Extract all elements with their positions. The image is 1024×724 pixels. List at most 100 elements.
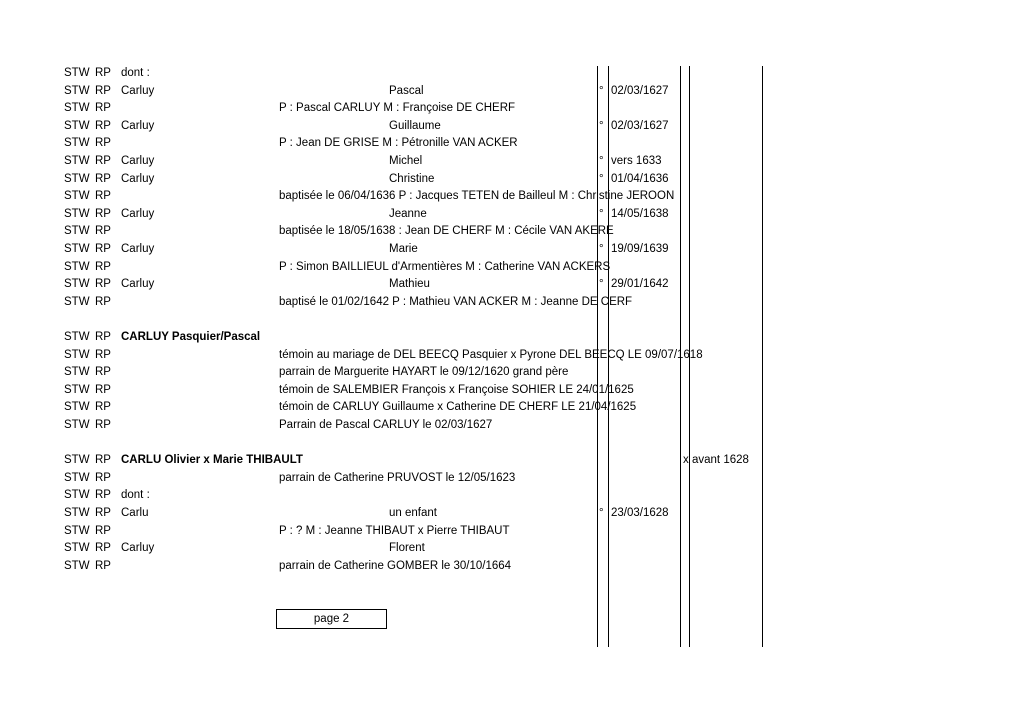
baptism-date: 01/04/1636 xyxy=(611,172,669,185)
first-name: Florent xyxy=(389,542,425,555)
surname: CARLU Olivier x Marie THIBAULT xyxy=(121,454,303,467)
baptism-mark: ° xyxy=(599,507,604,519)
first-name: Guillaume xyxy=(389,119,441,132)
register-code: RP xyxy=(95,559,111,572)
register-code: RP xyxy=(95,207,111,220)
details: P : ? M : Jeanne THIBAUT x Pierre THIBAU… xyxy=(279,524,510,537)
source-code: STW xyxy=(64,260,90,273)
first-name: Mathieu xyxy=(389,278,430,291)
register-code: RP xyxy=(95,260,111,273)
register-code: RP xyxy=(95,331,111,343)
surname: CARLUY Pasquier/Pascal xyxy=(121,331,261,343)
source-code: STW xyxy=(64,366,90,379)
surname: Carluy xyxy=(121,119,155,132)
details: baptisée le 06/04/1636 P : Jacques TETEN… xyxy=(279,190,675,203)
register-code: RP xyxy=(95,401,111,414)
marriage-mark: x xyxy=(683,454,689,467)
register-code: RP xyxy=(95,295,111,308)
surname: Carluy xyxy=(121,243,155,255)
source-code: STW xyxy=(64,507,90,519)
surname: Carluy xyxy=(121,172,155,185)
column-rule xyxy=(680,66,681,647)
page-number-label: page 2 xyxy=(313,613,350,625)
details: parrain de Catherine PRUVOST le 12/05/16… xyxy=(279,471,516,484)
first-name: un enfant xyxy=(389,507,437,519)
details: témoin de CARLUY Guillaume x Catherine D… xyxy=(279,401,637,414)
first-name: Marie xyxy=(389,243,418,255)
details: parrain de Catherine GOMBER le 30/10/166… xyxy=(279,559,512,572)
source-code: STW xyxy=(64,559,90,572)
register-code: RP xyxy=(95,524,111,537)
baptism-mark: ° xyxy=(599,119,604,132)
register-code: RP xyxy=(95,542,111,555)
column-rule xyxy=(608,66,609,647)
register-code: RP xyxy=(95,155,111,167)
register-code: RP xyxy=(95,348,111,361)
baptism-mark: ° xyxy=(599,278,604,291)
register-code: RP xyxy=(95,507,111,519)
column-rule xyxy=(597,66,598,647)
surname: Carluy xyxy=(121,542,155,555)
source-code: STW xyxy=(64,190,90,203)
first-name: Christine xyxy=(389,172,435,185)
baptism-date: 19/09/1639 xyxy=(611,243,669,255)
details: témoin au mariage de DEL BEECQ Pasquier … xyxy=(279,348,703,361)
source-code: STW xyxy=(64,172,90,185)
surname: dont : xyxy=(121,489,150,502)
source-code: STW xyxy=(64,331,90,343)
register-code: RP xyxy=(95,489,111,502)
surname: Carluy xyxy=(121,207,155,220)
first-name: Michel xyxy=(389,155,423,167)
register-code: RP xyxy=(95,84,111,97)
surname: Carluy xyxy=(121,84,155,97)
register-code: RP xyxy=(95,190,111,203)
source-code: STW xyxy=(64,137,90,150)
baptism-mark: ° xyxy=(599,207,604,220)
source-code: STW xyxy=(64,524,90,537)
source-code: STW xyxy=(64,348,90,361)
register-code: RP xyxy=(95,225,111,238)
column-rule xyxy=(762,66,763,647)
source-code: STW xyxy=(64,489,90,502)
surname: Carluy xyxy=(121,278,155,291)
source-code: STW xyxy=(64,383,90,396)
register-code: RP xyxy=(95,243,111,255)
source-code: STW xyxy=(64,243,90,255)
baptism-date: 29/01/1642 xyxy=(611,278,669,291)
details: baptisée le 18/05/1638 : Jean DE CHERF M… xyxy=(279,225,614,238)
register-code: RP xyxy=(95,471,111,484)
details: P : Jean DE GRISE M : Pétronille VAN ACK… xyxy=(279,137,518,150)
source-code: STW xyxy=(64,84,90,97)
baptism-mark: ° xyxy=(599,172,604,185)
details: parrain de Marguerite HAYART le 09/12/16… xyxy=(279,366,569,379)
source-code: STW xyxy=(64,542,90,555)
register-code: RP xyxy=(95,137,111,150)
details: baptisé le 01/02/1642 P : Mathieu VAN AC… xyxy=(279,295,633,308)
baptism-mark: ° xyxy=(599,155,604,167)
register-code: RP xyxy=(95,102,111,115)
register-code: RP xyxy=(95,119,111,132)
register-code: RP xyxy=(95,366,111,379)
baptism-date: vers 1633 xyxy=(611,155,662,167)
details: Parrain de Pascal CARLUY le 02/03/1627 xyxy=(279,419,493,431)
source-code: STW xyxy=(64,102,90,115)
marriage-date: avant 1628 xyxy=(692,454,749,467)
source-code: STW xyxy=(64,454,90,467)
register-code: RP xyxy=(95,419,111,431)
baptism-date: 14/05/1638 xyxy=(611,207,669,220)
first-name: Jeanne xyxy=(389,207,427,220)
surname: dont : xyxy=(121,67,150,79)
first-name: Pascal xyxy=(389,84,424,97)
page-number-box: page 2 xyxy=(276,609,387,629)
source-code: STW xyxy=(64,225,90,238)
details: P : Pascal CARLUY M : Françoise DE CHERF xyxy=(279,102,516,115)
source-code: STW xyxy=(64,155,90,167)
source-code: STW xyxy=(64,471,90,484)
column-rule xyxy=(689,66,690,647)
surname: Carlu xyxy=(121,507,149,519)
baptism-mark: ° xyxy=(599,84,604,97)
baptism-date: 23/03/1628 xyxy=(611,507,669,519)
details: témoin de SALEMBIER François x Françoise… xyxy=(279,383,634,396)
source-code: STW xyxy=(64,207,90,220)
